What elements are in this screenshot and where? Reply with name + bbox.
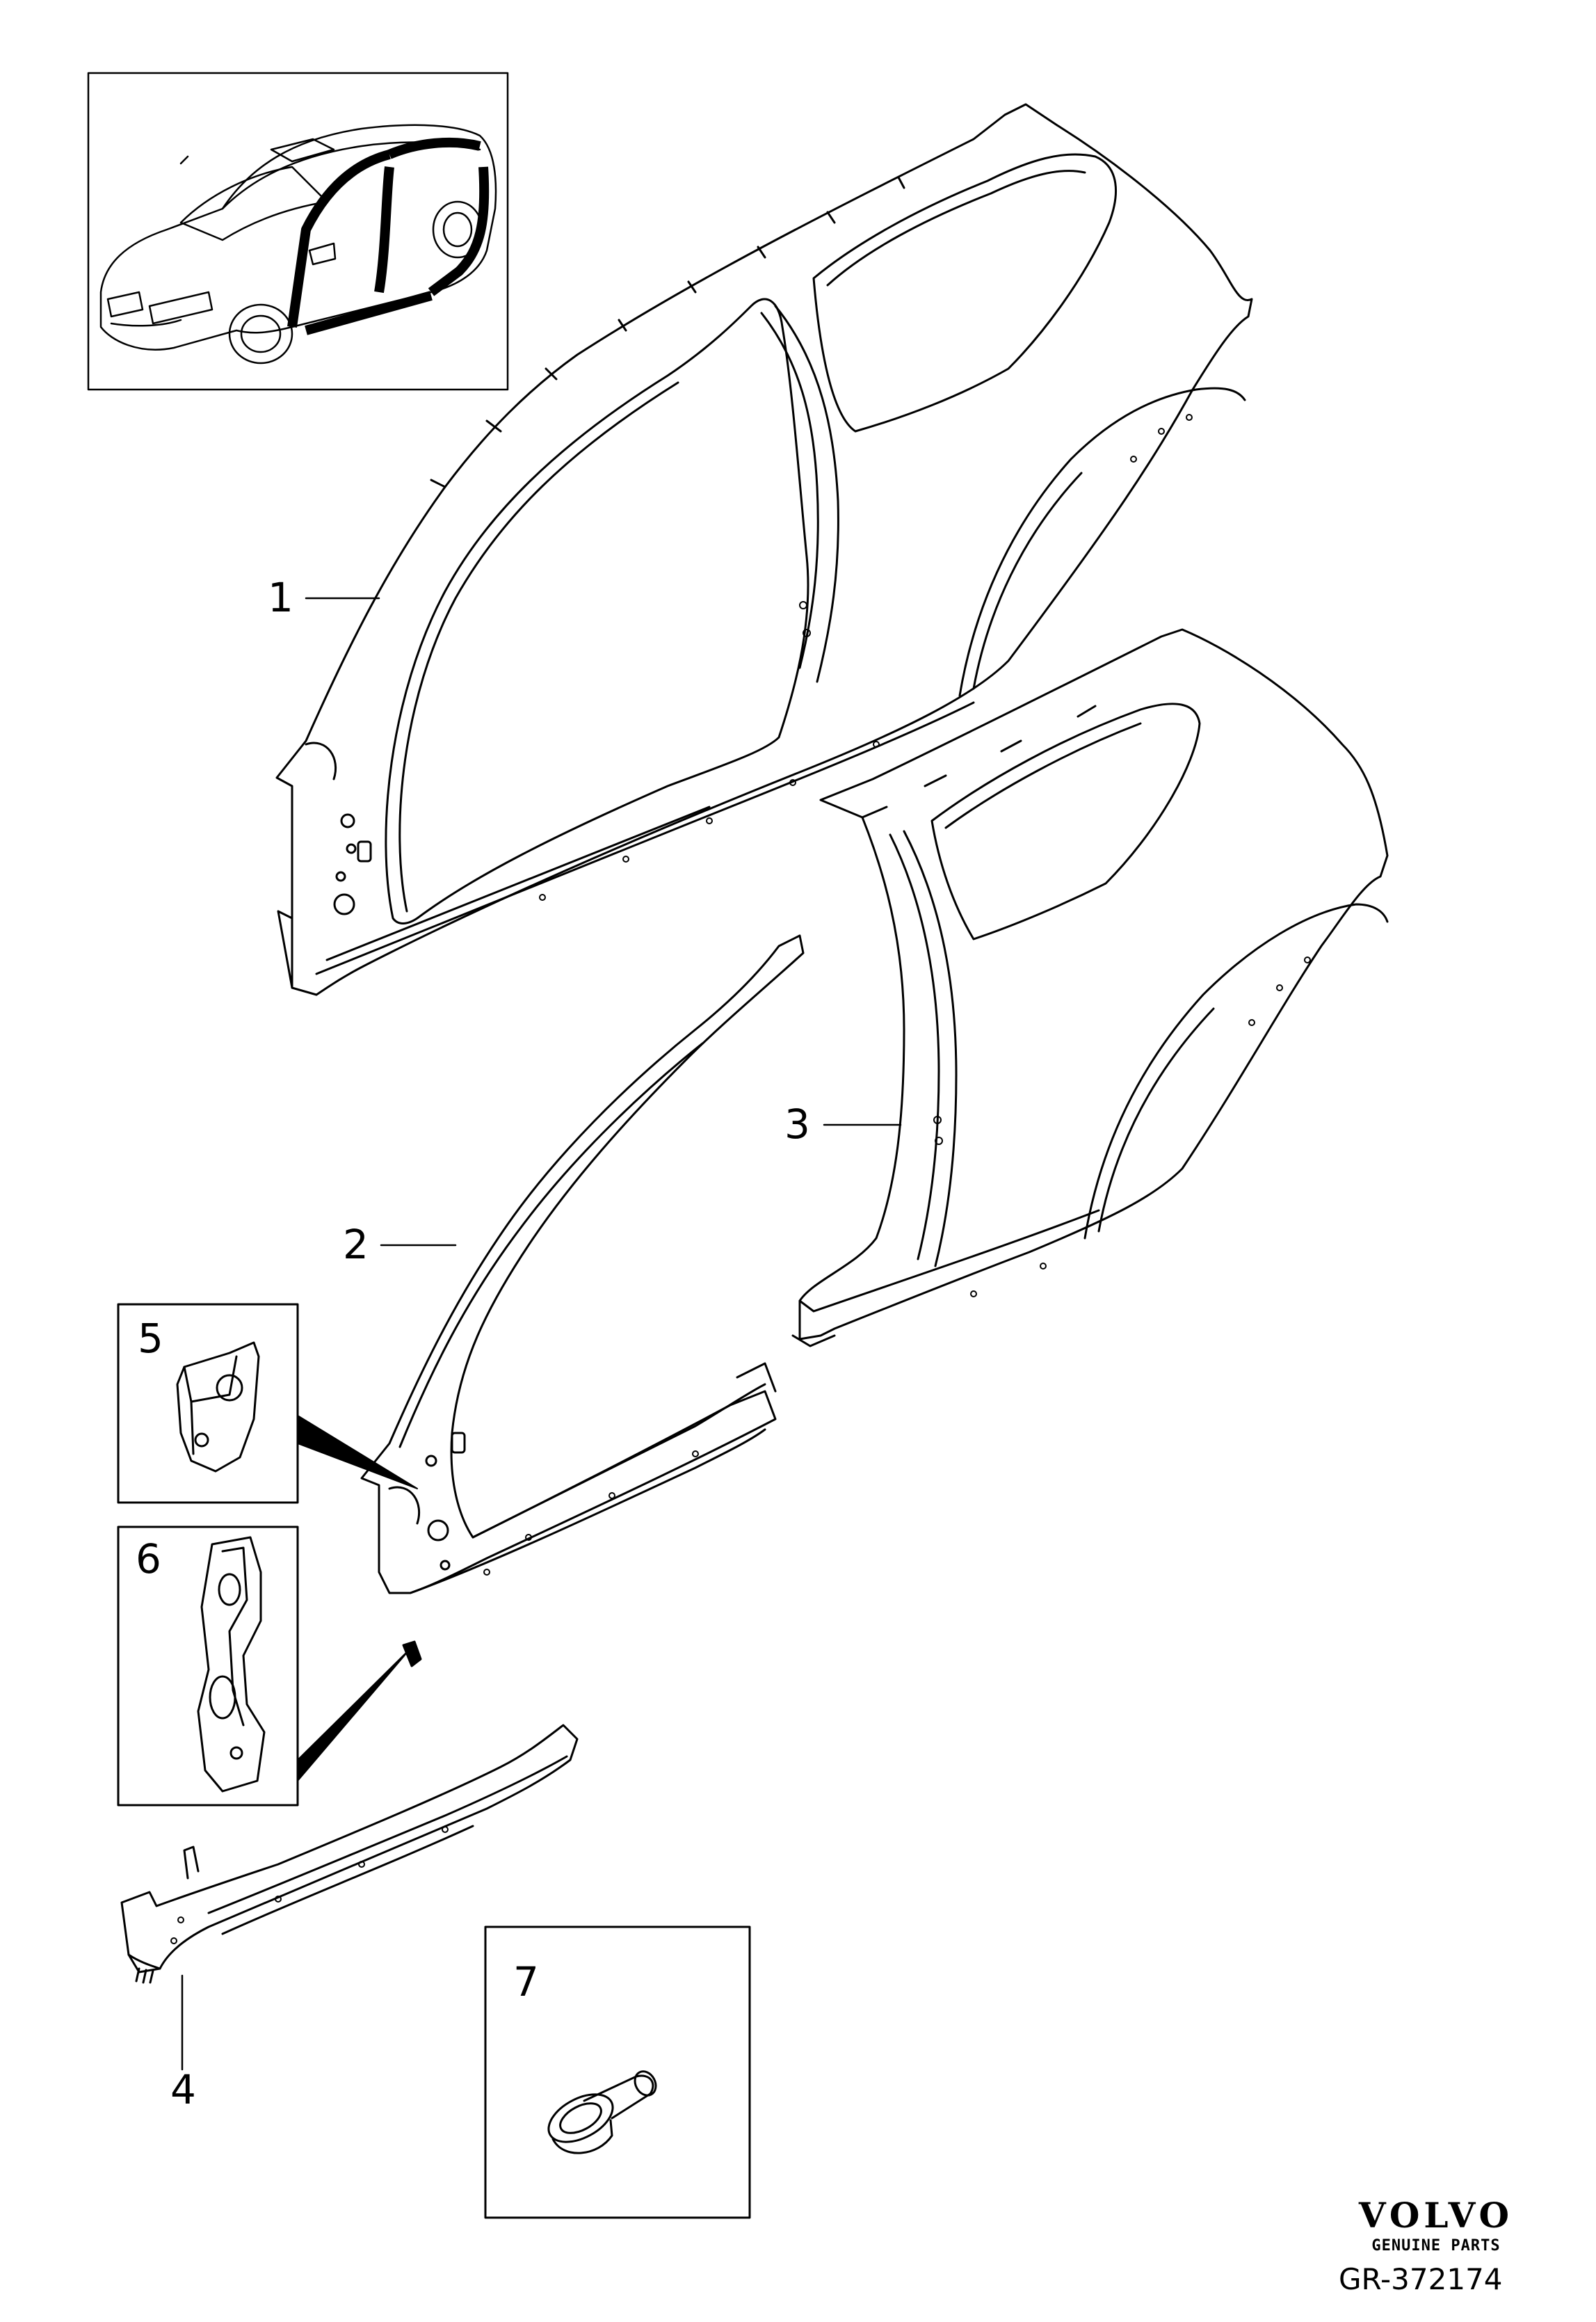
diagram-reference-number: GR-372174 (1339, 2262, 1503, 2296)
detail-pointer-5 (297, 1415, 418, 1489)
brand-tagline: GENUINE PARTS (1371, 2237, 1501, 2255)
overview-highlighted-side-frame (287, 137, 490, 335)
overview-car-illustration (99, 124, 497, 365)
detail-box-7 (484, 1925, 751, 2219)
part-6-reinforcement (197, 1536, 266, 1793)
brand-logo: VOLVO GENUINE PARTS (1321, 2195, 1551, 2255)
callout-1: 1 (268, 574, 293, 621)
part-2-front-side-panel (360, 934, 805, 1594)
brand-wordmark: VOLVO (1358, 2195, 1514, 2236)
callout-7: 7 (513, 1958, 539, 2005)
part-1-side-panel (275, 103, 1253, 996)
callout-5: 5 (138, 1315, 163, 1362)
part-3-rear-quarter-panel (791, 628, 1389, 1347)
callout-3: 3 (784, 1100, 810, 1148)
callout-2: 2 (343, 1221, 369, 1268)
overview-thumbnail (87, 72, 509, 391)
part-7-plug (547, 2070, 657, 2154)
callout-4: 4 (170, 2066, 196, 2113)
part-4-sill (120, 1724, 579, 2071)
callout-6: 6 (136, 1535, 161, 1583)
detail-box-6 (117, 1526, 299, 1807)
detail-box-5 (117, 1303, 299, 1504)
detail-pointer-6 (297, 1640, 422, 1781)
part-5-bracket (176, 1341, 260, 1473)
